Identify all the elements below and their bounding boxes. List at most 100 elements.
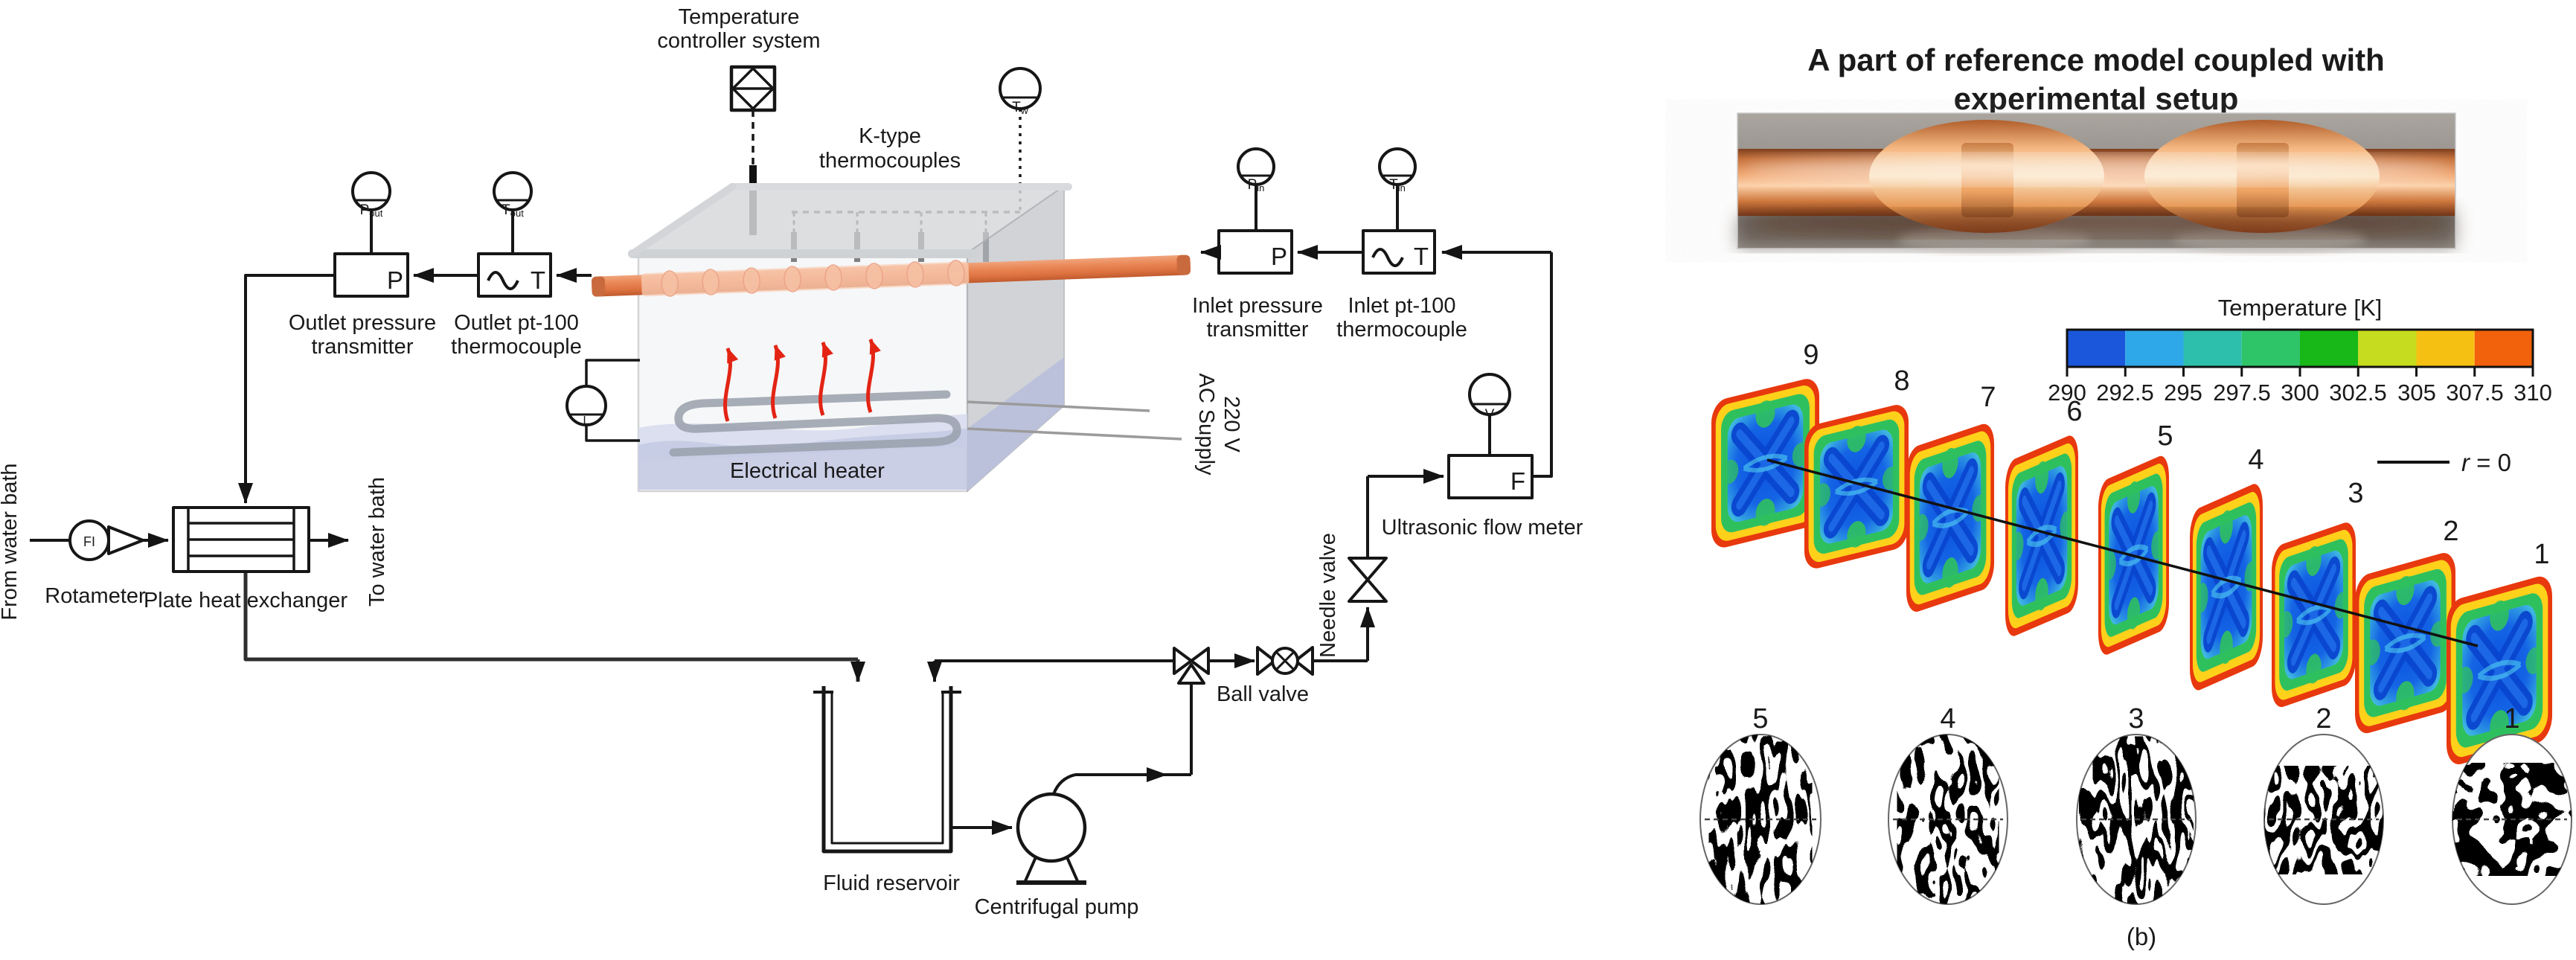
colorbar-segment [2241,330,2300,367]
ball-valve-icon [1256,646,1314,676]
flow-pattern-circle-3 [2076,734,2197,905]
r0-legend: r = 0 [2377,449,2511,476]
outlet-pressure-gauge: Pout [351,171,391,254]
reference-photo [1737,112,2456,253]
inlet-pipes [1200,245,1553,478]
colorbar-segment [2300,330,2359,367]
svg-text:6: 6 [2066,396,2082,427]
svg-text:310: 310 [2513,380,2552,406]
plate-heat-exchanger [172,506,310,573]
outlet-pressure-box: P [333,252,409,298]
temperature-slice-3 [2272,519,2356,711]
outlet-pt100-label: Outlet pt-100 [454,311,579,335]
colorbar-segment [2474,330,2533,367]
temperature-slice-7 [1906,420,1994,615]
fluid-reservoir [813,686,961,854]
svg-text:2: 2 [2316,703,2331,735]
flow-pattern-circles: 5 4 3 2 1 [1699,703,2572,905]
svg-text:3: 3 [2348,478,2363,509]
svg-text:9: 9 [1803,339,1819,371]
flow-pattern-circle-5 [1699,734,1822,905]
inlet-pressure-gauge: Pin [1237,147,1275,231]
circle-numbers: 5 4 3 2 1 [1752,703,2519,735]
slice-numbers: 9 8 7 6 5 4 3 2 1 [1803,339,2549,570]
r0-axis-line [1766,458,2479,647]
outlet-pt100-gauge: Tout [493,171,533,254]
level-gauge: L [565,359,640,442]
svg-text:T: T [531,266,545,294]
inlet-pt100-label: thermocouple [1336,318,1467,342]
fluid-reservoir-label: Fluid reservoir [823,871,960,895]
reference-panel: A part of reference model coupled with e… [1699,42,2572,950]
panel-title: A part of reference model coupled with [1807,42,2385,77]
svg-text:3: 3 [2128,703,2144,735]
caption-b: (b) [2127,923,2156,950]
svg-text:P: P [1271,243,1287,270]
svg-text:L: L [583,415,590,427]
temperature-controller-label: Temperature [679,5,800,29]
svg-text:307.5: 307.5 [2446,380,2504,406]
needle-valve-label: Needle valve [1316,533,1340,658]
test-tank: Electrical heater [628,183,1072,493]
svg-text:AC Supply: AC Supply [1194,373,1218,476]
svg-text:4: 4 [2248,444,2263,476]
electrical-heater-coil [669,390,961,457]
flow-pattern-circle-2 [2263,734,2384,905]
temperature-slice-2 [2355,549,2455,737]
panel-title: experimental setup [1954,81,2239,116]
return-pipe [243,572,858,662]
temperature-slice-8 [1804,402,1909,572]
outlet-pipes [238,268,592,504]
temperature-colorbar: 290 292.5 295 297.5 300 302.5 305 307.5 … [2048,328,2552,406]
ac-supply-leads [967,400,1182,441]
copper-test-tube [592,255,1191,297]
colorbar-tick-labels: 290 292.5 295 297.5 300 302.5 305 307.5 … [2048,380,2552,406]
temperature-slice-6 [2005,432,2078,640]
svg-text:T: T [1414,243,1429,270]
svg-text:FI: FI [83,534,95,549]
tw-gauge: Tw [999,67,1042,116]
inlet-pressure-label: transmitter [1207,318,1309,342]
svg-text:295: 295 [2164,380,2202,406]
inlet-pressure-box: P [1217,229,1293,275]
colorbar-segment [2183,330,2242,367]
svg-text:F: F [1510,467,1525,495]
three-way-valve-icon [1173,647,1210,685]
outlet-pt100-label: thermocouple [451,335,582,359]
centrifugal-pump-icon [1016,792,1087,885]
svg-text:305: 305 [2397,380,2436,406]
colorbar-segment [2067,330,2126,367]
from-water-bath-label: From water bath [0,463,22,620]
inlet-thermocouple-box: T [1362,229,1436,275]
svg-text:290: 290 [2048,380,2086,406]
needle-valve-icon [1348,557,1388,603]
temperature-controller-icon [729,65,777,112]
ball-valve-label: Ball valve [1217,682,1309,706]
svg-text:1: 1 [2534,539,2549,570]
svg-text:5: 5 [1752,703,1768,735]
k-type-label: thermocouples [819,149,961,173]
convection-arrows [723,339,881,422]
voltage-gauge: V [1468,373,1511,455]
temperature-slices: 9 8 7 6 5 4 3 2 1 [1711,339,2552,768]
svg-text:297.5: 297.5 [2213,380,2271,406]
inlet-pt100-gauge: Tin [1378,147,1417,231]
temperature-controller-label: controller system [657,29,820,53]
svg-text:302.5: 302.5 [2329,380,2387,406]
flow-pattern-circle-1 [2452,734,2572,905]
inlet-pt100-label: Inlet pt-100 [1348,294,1455,318]
to-water-bath-label: To water bath [365,477,389,607]
svg-text:8: 8 [1894,365,1909,397]
centrifugal-pump-label: Centrifugal pump [975,895,1139,919]
svg-text:1: 1 [2504,703,2519,735]
colorbar-segment [2416,330,2475,367]
pump-outlet-pipe [1052,773,1076,795]
svg-text:300: 300 [2281,380,2319,406]
svg-text:4: 4 [1940,703,1955,735]
fluid-side [967,357,1064,491]
colorbar-title: Temperature [K] [2218,295,2383,321]
flow-pattern-circle-4 [1888,734,2008,905]
colorbar-segment [2125,330,2184,367]
ultrasonic-flow-meter-label: Ultrasonic flow meter [1382,516,1583,540]
